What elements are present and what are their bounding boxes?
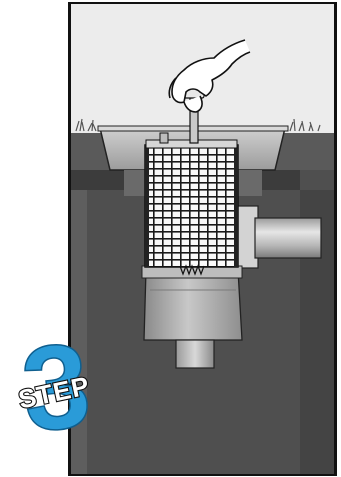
step-badge: 3 STEP — [16, 317, 97, 457]
filter-cartridge — [145, 140, 238, 274]
bottom-outlet — [176, 340, 214, 368]
